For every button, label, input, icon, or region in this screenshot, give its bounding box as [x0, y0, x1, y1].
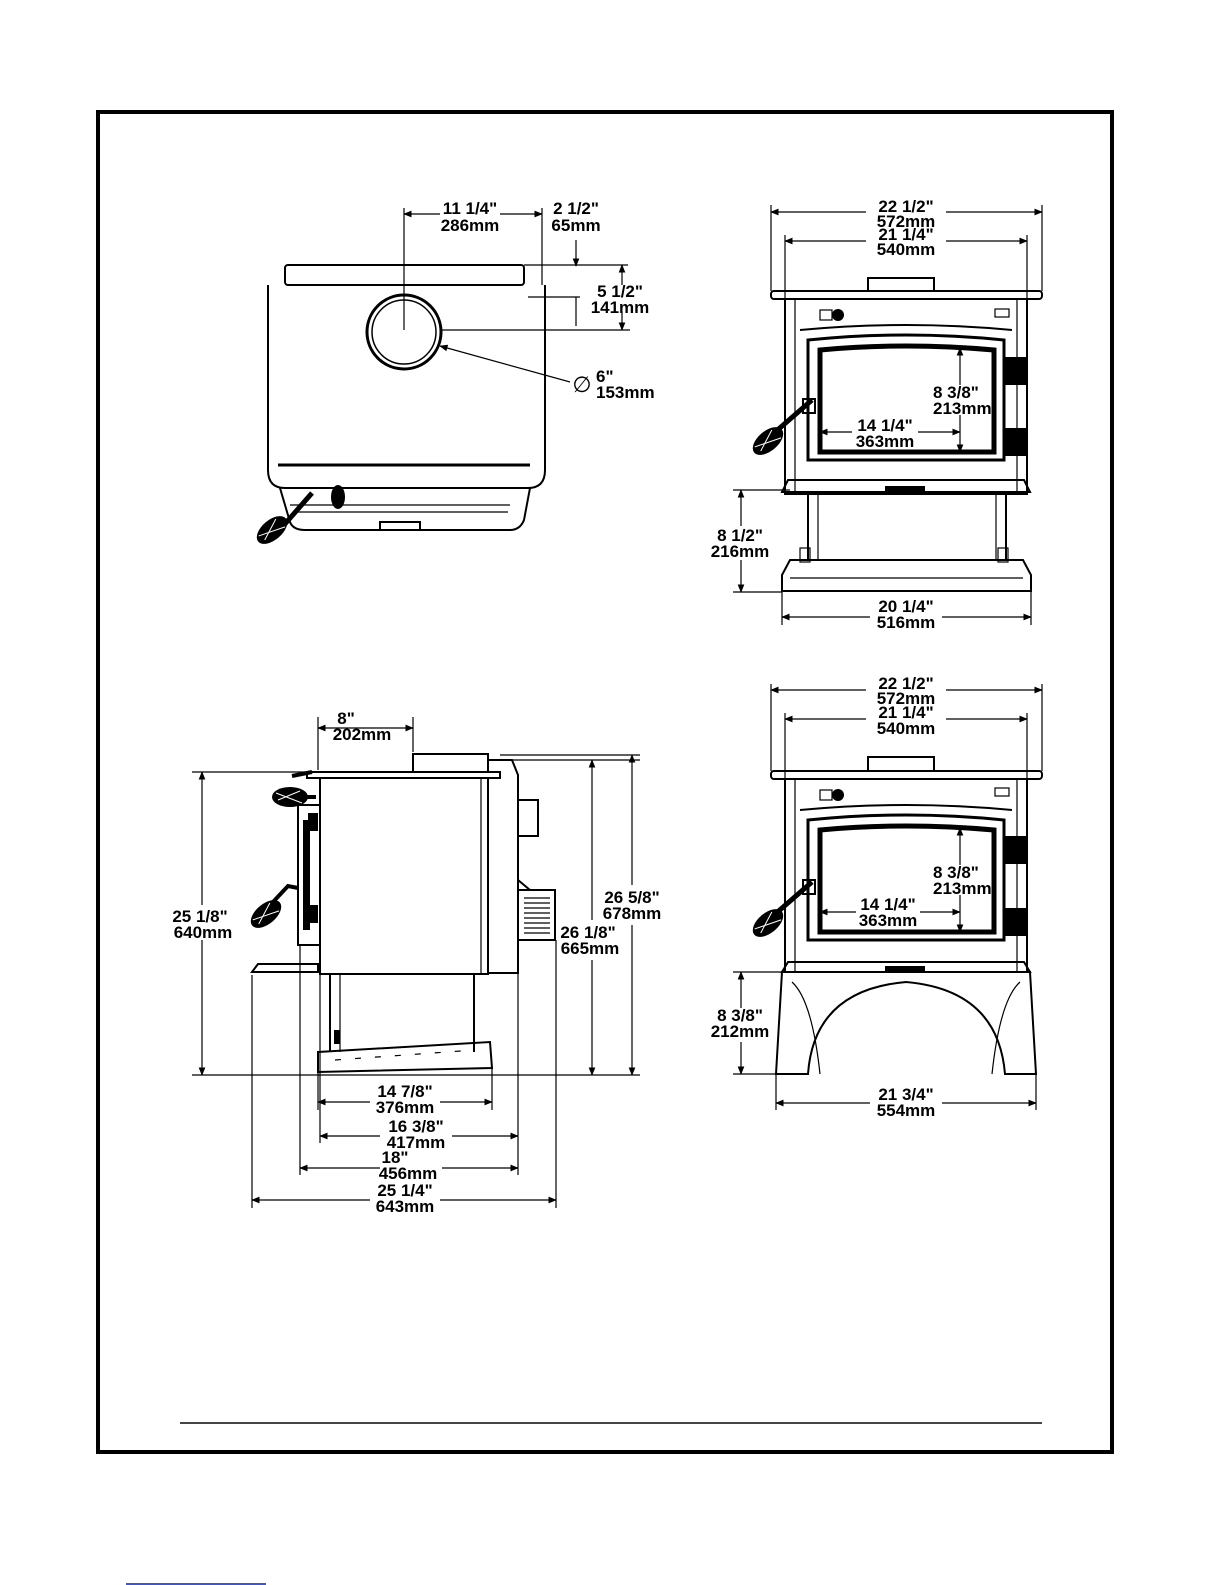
front1-cooktop: [770, 290, 1043, 300]
dim-side-body-depth-in: 16 3/8": [388, 1117, 443, 1136]
dim-side-overall-depth-mm: 643mm: [376, 1197, 435, 1216]
top-view-ashlip: [279, 487, 531, 531]
dim-top-flue-depth-in: 5 1/2": [597, 282, 643, 301]
top-view: 11 1/4" 286mm 2 1/2" 65mm 5 1/2" 141mm ∅…: [251, 199, 655, 550]
dim-top-flue-offset-mm: 286mm: [441, 216, 500, 235]
side-rear-shield: [488, 759, 519, 974]
top-view-knob: [331, 485, 345, 509]
dim-side-height-front-in: 25 1/8": [172, 907, 227, 926]
diameter-symbol: ∅: [572, 372, 591, 397]
dim-front1-top-width-in: 22 1/2": [878, 197, 933, 216]
dim-side-height-total-in: 26 5/8": [604, 888, 659, 907]
dim-top-flue-diameter-in: 6": [596, 367, 614, 386]
front2-hinge-bottom: [1004, 908, 1026, 936]
side-flue-outlet: [517, 799, 539, 837]
front2-cooktop: [770, 770, 1043, 780]
dim-front1-base-width-in: 20 1/4": [878, 597, 933, 616]
dim-top-rear-offset-mm: 65mm: [551, 216, 600, 235]
dim-front2-leg-height-mm: 212mm: [711, 1022, 770, 1041]
front2-flue-box: [867, 756, 935, 772]
dim-front2-glass-height-mm: 213mm: [933, 879, 992, 898]
dim-front1-body-width-mm: 540mm: [877, 240, 936, 259]
dim-front2-top-width-in: 22 1/2": [878, 674, 933, 693]
front1-pedestal-base: [781, 559, 1032, 592]
front2-door-frame: [806, 813, 1006, 942]
dim-front1-pedestal-height-mm: 216mm: [711, 542, 770, 561]
dim-front2-body-width-in: 21 1/4": [878, 703, 933, 722]
side-view: 8" 202mm 25 1/8" 640mm 26 1/8" 665mm 26 …: [172, 709, 661, 1216]
front1-flue-box: [867, 277, 935, 293]
dim-front1-glass-height-in: 8 3/8": [933, 383, 979, 402]
side-ashlip: [250, 963, 319, 973]
side-door-profile: [297, 804, 321, 946]
dim-side-flue-offset-in: 8": [337, 709, 355, 728]
dim-side-body-depth-mm: 417mm: [387, 1133, 446, 1152]
dim-front1-base-width-mm: 516mm: [877, 613, 936, 632]
footer-rule: [180, 1422, 1042, 1424]
dim-front1-glass-width-mm: 363mm: [856, 432, 915, 451]
side-body: [319, 777, 489, 975]
front1-door-frame: [806, 333, 1006, 462]
side-pedestal-base: [317, 1040, 494, 1074]
dim-front2-glass-width-in: 14 1/4": [860, 895, 915, 914]
dim-top-rear-offset-in: 2 1/2": [553, 199, 599, 218]
dim-side-base-depth-in: 14 7/8": [377, 1082, 432, 1101]
front1-door-glass: [817, 343, 997, 455]
dim-side-depth-door-mm: 456mm: [379, 1164, 438, 1183]
dim-front1-top-width-mm: 572mm: [877, 212, 936, 231]
side-door-handle: [245, 894, 287, 934]
front1-ashlip: [780, 479, 1032, 493]
dim-front1-pedestal-height-in: 8 1/2": [717, 526, 763, 545]
dim-front2-leg-width-in: 21 3/4": [878, 1085, 933, 1104]
dim-front2-leg-width-mm: 554mm: [877, 1101, 936, 1120]
dim-side-height-flue-mm: 665mm: [561, 939, 620, 958]
dim-top-flue-offset-in: 11 1/4": [443, 199, 497, 218]
dim-front2-glass-width-mm: 363mm: [859, 911, 918, 930]
front2-hinge-top: [1004, 836, 1026, 864]
top-view-body: [267, 285, 546, 489]
dim-front1-glass-height-mm: 213mm: [933, 399, 992, 418]
top-view-latch: [379, 521, 421, 531]
dim-side-height-total-mm: 678mm: [603, 904, 662, 923]
front1-body: [784, 298, 1028, 495]
front1-hinge-bottom: [1004, 428, 1026, 456]
dim-top-flue-diameter-mm: 153mm: [596, 383, 655, 402]
front1-hinge-top: [1004, 357, 1026, 385]
top-view-handle: [251, 510, 293, 550]
dim-front2-glass-height-in: 8 3/8": [933, 863, 979, 882]
bottom-link-underline: [126, 1583, 266, 1585]
dim-front2-body-width-mm: 540mm: [877, 719, 936, 738]
side-blower: [517, 889, 556, 941]
front-view-pedestal: 22 1/2" 572mm 21 1/4" 540mm 8 3/8" 213mm…: [711, 197, 1043, 632]
dim-front2-leg-height-in: 8 3/8": [717, 1006, 763, 1025]
dim-side-depth-door-in: 18": [382, 1148, 409, 1167]
dim-side-height-front-mm: 640mm: [174, 923, 233, 942]
dim-front1-body-width-in: 21 1/4": [878, 225, 933, 244]
dim-top-flue-depth-mm: 141mm: [591, 298, 650, 317]
dim-side-flue-offset-mm: 202mm: [333, 725, 392, 744]
dim-side-height-flue-in: 26 1/8": [560, 923, 615, 942]
dim-front2-top-width-mm: 572mm: [877, 689, 936, 708]
page-frame: [96, 110, 1114, 1454]
front2-door-glass: [817, 823, 997, 935]
front-view-legs: 22 1/2" 572mm 21 1/4" 540mm 8 3/8" 213mm…: [711, 674, 1043, 1120]
dim-front1-glass-width-in: 14 1/4": [857, 416, 912, 435]
dim-side-overall-depth-in: 25 1/4": [377, 1181, 432, 1200]
front2-legs: [774, 971, 1038, 1075]
dim-side-base-depth-mm: 376mm: [376, 1098, 435, 1117]
